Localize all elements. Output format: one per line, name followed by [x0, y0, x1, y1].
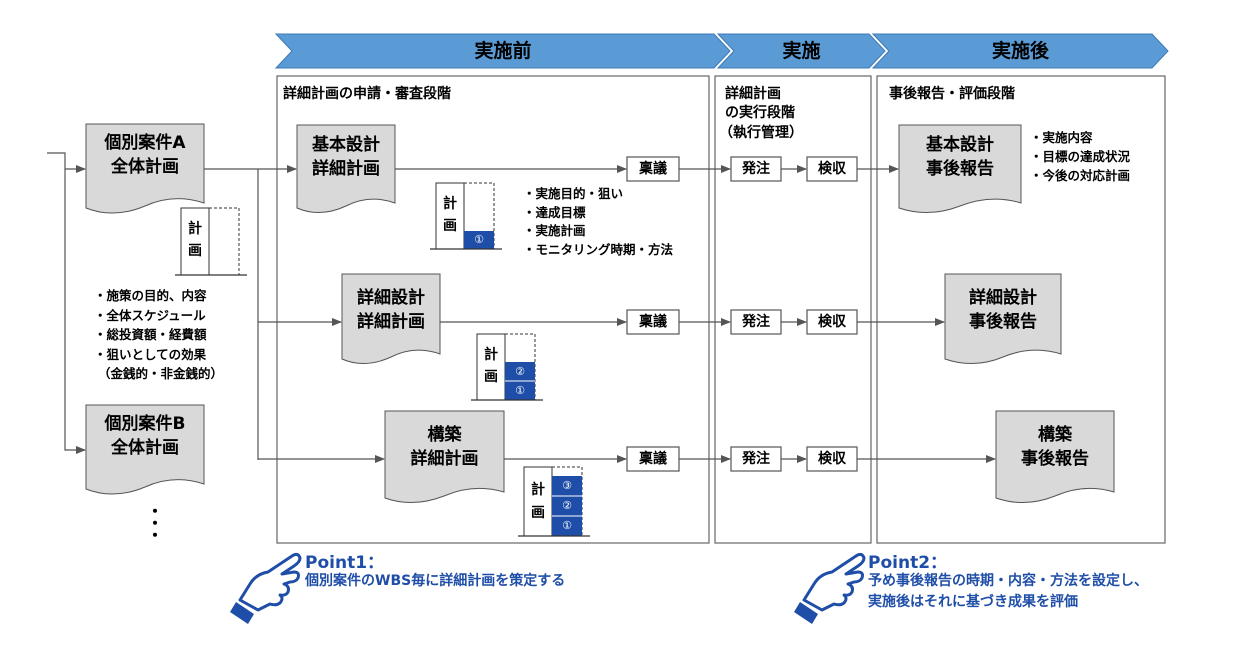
report-note: ・実施内容	[1030, 130, 1093, 145]
plan-doc-row2-line2: 詳細計画	[357, 312, 425, 332]
plan-number-row1: ①	[474, 233, 484, 246]
order-label-row1: 発注	[742, 161, 770, 177]
doc-project-a	[85, 123, 205, 214]
order-box-row3	[730, 446, 782, 472]
plan-number-row3: ②	[562, 499, 572, 512]
plan-doc-row1-line2: 詳細計画	[312, 159, 380, 179]
plan-note: ・達成目標	[523, 204, 586, 220]
plan-char-row3-2: 画	[531, 505, 545, 521]
plan-number-row3: ③	[562, 479, 572, 492]
point2-title: Point2：	[868, 553, 948, 573]
project-a-line2: 全体計画	[111, 157, 179, 177]
report-doc-row2-line1: 詳細設計	[969, 288, 1037, 308]
plan-char-row1-1: 計	[443, 196, 457, 212]
plan-number-row3: ①	[562, 519, 572, 532]
project-b-line1: 個別案件B	[104, 414, 186, 434]
plan-note: ・実施計画	[523, 223, 586, 238]
project-a-line1: 個別案件A	[104, 133, 186, 153]
phase-chevron-before	[274, 33, 731, 69]
panel-after	[876, 75, 1166, 544]
ringi-box-row1	[626, 156, 680, 182]
project-item: ・全体スケジュール	[94, 307, 206, 323]
plan-number-row2: ①	[515, 384, 525, 397]
doc-plan-row2	[341, 273, 441, 364]
report-doc-row2-line2: 事後報告	[969, 312, 1037, 332]
report-doc-row3-line2: 事後報告	[1021, 449, 1089, 469]
panel-during	[714, 75, 872, 544]
project-item: ・狙いとしての効果	[94, 346, 207, 362]
plan-doc-row3-line1: 構築	[427, 425, 462, 445]
phase-chevron-after	[871, 33, 1169, 69]
project-b-line2: 全体計画	[111, 438, 179, 458]
doc-plan-row1	[296, 124, 396, 213]
plan-note: ・モニタリング時期・方法	[523, 241, 674, 257]
point1-title: Point1：	[305, 553, 385, 573]
plan-doc-row3-line2: 詳細計画	[410, 449, 479, 469]
plan-char-row1-2: 画	[443, 218, 457, 234]
plan-chart-row2	[471, 333, 543, 401]
plan-note: ・実施目的・狙い	[523, 186, 624, 201]
panel-title-before: 詳細計画の申請・審査段階	[283, 86, 451, 102]
panel-title-during-1: 詳細計画	[725, 86, 781, 102]
panel-before	[276, 75, 710, 544]
order-label-row3: 発注	[742, 451, 770, 467]
inspect-box-row3	[806, 446, 858, 472]
phase-chevron-during	[716, 33, 886, 69]
plan-char-row2-1: 計	[484, 347, 498, 363]
more-dot: ・	[147, 526, 164, 545]
inspect-box-row1	[806, 156, 858, 182]
ringi-label-row1: 稟議	[639, 161, 667, 177]
left-plan-char-1: 計	[188, 221, 202, 237]
report-note: ・今後の対応計画	[1030, 168, 1131, 183]
report-doc-row3-line1: 構築	[1038, 425, 1072, 445]
plan-notes-row1: ・実施目的・狙い ・達成目標 ・実施計画 ・モニタリング時期・方法	[523, 185, 673, 259]
panel-title-during-2: の実行段階	[725, 105, 795, 121]
pointing-hand-icon-2	[794, 552, 866, 624]
inspect-label-row2: 検収	[818, 314, 846, 330]
order-label-row2: 発注	[742, 314, 770, 330]
point2-text-line2: 実施後はそれに基づき成果を評価	[868, 594, 1078, 610]
plan-chart-left	[175, 207, 247, 276]
report-doc-row1-line2: 事後報告	[926, 159, 994, 179]
project-items: ・施策の目的、内容 ・全体スケジュール ・総投資額・経費額 ・狙いとしての効果 …	[94, 286, 223, 384]
left-plan-char-2: 画	[188, 243, 202, 259]
ringi-box-row3	[626, 446, 680, 472]
ringi-label-row2: 稟議	[639, 314, 667, 330]
panel-title-after: 事後報告・評価段階	[889, 86, 1015, 102]
project-item: ・総投資額・経費額	[94, 327, 207, 342]
panel-title-during-3: （執行管理）	[719, 125, 803, 141]
point2-text-line1: 予め事後報告の時期・内容・方法を設定し、	[868, 573, 1148, 589]
phase-label-after: 実施後	[991, 40, 1049, 62]
order-box-row2	[730, 309, 782, 335]
phase-label-during: 実施	[782, 40, 821, 62]
doc-report-row2	[944, 273, 1062, 364]
report-note: ・目標の達成状況	[1030, 149, 1131, 164]
project-item: （金銭的・非金銭的）	[98, 366, 224, 381]
report-notes-row1: ・実施内容 ・目標の達成状況 ・今後の対応計画	[1030, 128, 1130, 185]
point1-text: 個別案件のWBS毎に詳細計画を策定する	[305, 573, 566, 589]
plan-doc-row2-line1: 詳細設計	[357, 288, 425, 308]
doc-report-row3	[995, 410, 1115, 503]
plan-doc-row1-line1: 基本設計	[312, 135, 380, 155]
doc-report-row1	[898, 124, 1022, 213]
inspect-label-row3: 検収	[818, 451, 846, 467]
doc-project-b	[85, 404, 205, 495]
phase-label-before: 実施前	[474, 40, 532, 62]
inspect-box-row2	[806, 309, 858, 335]
plan-char-row3-1: 計	[531, 482, 545, 498]
inspect-label-row1: 検収	[818, 161, 846, 177]
doc-plan-row3	[384, 410, 505, 503]
plan-number-row2: ②	[515, 365, 525, 378]
plan-chart-row3	[518, 466, 590, 537]
pointing-hand-icon-1	[230, 552, 302, 624]
order-box-row1	[730, 156, 782, 182]
report-doc-row1-line1: 基本設計	[926, 135, 994, 155]
project-item: ・施策の目的、内容	[94, 288, 207, 303]
plan-chart-row1	[430, 182, 502, 250]
ringi-label-row3: 稟議	[639, 451, 667, 467]
ringi-box-row2	[626, 309, 680, 335]
plan-char-row2-2: 画	[484, 369, 498, 385]
